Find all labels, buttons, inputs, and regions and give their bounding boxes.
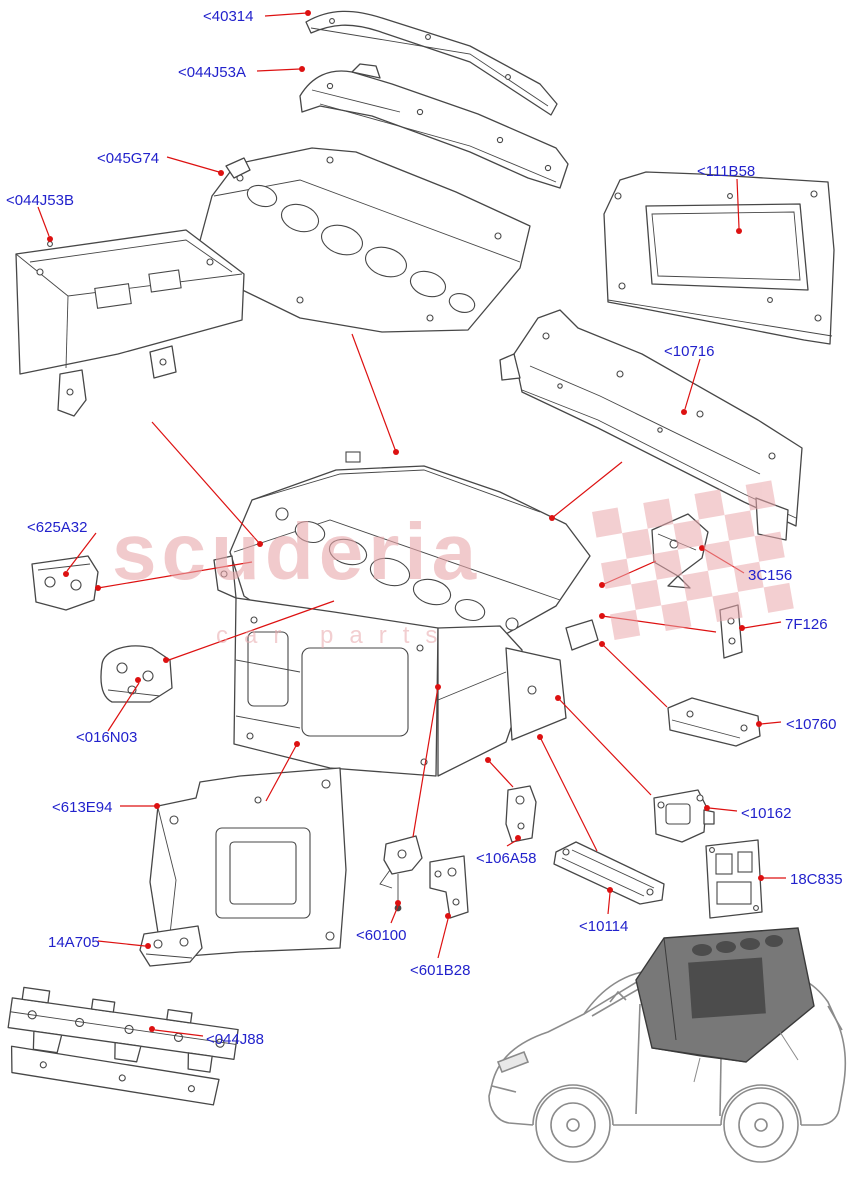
part-10114-drawing xyxy=(553,841,665,905)
part-10162-drawing xyxy=(653,789,715,843)
highlighted-body-part-overlay xyxy=(635,927,815,1083)
part-label-10716[interactable]: <10716 xyxy=(664,343,715,360)
part-label-613E94[interactable]: <613E94 xyxy=(52,799,113,816)
part-045G74-drawing xyxy=(197,147,531,333)
leader-lines xyxy=(37,10,786,1037)
part-10760-drawing xyxy=(667,697,761,747)
part-18C835-drawing xyxy=(705,839,763,919)
center-body-assembly-drawing xyxy=(213,451,599,777)
part-label-10114[interactable]: <10114 xyxy=(579,918,629,935)
part-016N03-drawing xyxy=(100,645,173,703)
part-label-044J88[interactable]: <044J88 xyxy=(206,1031,264,1048)
part-label-044J53A[interactable]: <044J53A xyxy=(178,64,246,81)
part-label-10760[interactable]: <10760 xyxy=(786,716,837,733)
part-label-106A58[interactable]: <106A58 xyxy=(476,850,537,867)
part-label-18C835[interactable]: 18C835 xyxy=(790,871,843,888)
part-044J53B-drawing xyxy=(15,229,245,417)
part-label-40314[interactable]: <40314 xyxy=(203,8,254,25)
part-label-111B58[interactable]: <111B58 xyxy=(697,163,756,180)
part-60100-drawing xyxy=(379,835,423,912)
part-044J53A-drawing xyxy=(299,63,569,189)
part-111B58-drawing xyxy=(603,171,835,345)
part-label-601B28[interactable]: <601B28 xyxy=(410,962,471,979)
part-625A32-drawing xyxy=(31,555,99,611)
part-label-625A32[interactable]: <625A32 xyxy=(27,519,88,536)
part-label-14A705[interactable]: 14A705 xyxy=(48,934,100,951)
part-label-60100[interactable]: <60100 xyxy=(356,927,407,944)
part-label-016N03[interactable]: <016N03 xyxy=(76,729,138,746)
part-601B28-drawing xyxy=(429,855,469,919)
part-106A58-drawing xyxy=(505,785,537,843)
part-044J88-drawing xyxy=(7,986,239,1106)
part-label-10162[interactable]: <10162 xyxy=(741,805,792,822)
part-label-044J53B[interactable]: <044J53B xyxy=(6,192,74,209)
part-label-3C156[interactable]: 3C156 xyxy=(748,567,793,584)
part-14A705-drawing xyxy=(139,925,203,967)
part-40314-drawing xyxy=(305,10,558,116)
checkered-flag-watermark xyxy=(592,480,794,641)
part-label-7F126[interactable]: 7F126 xyxy=(785,616,828,633)
part-label-045G74[interactable]: <045G74 xyxy=(97,150,160,167)
